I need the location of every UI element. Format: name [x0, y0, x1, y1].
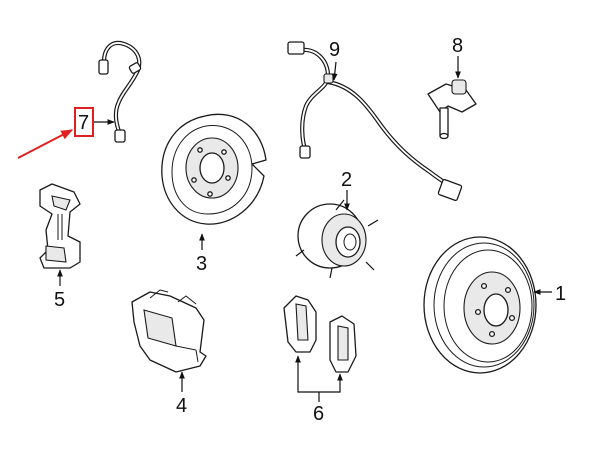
callout-7: 7 [78, 112, 89, 134]
wheel-speed-sensor [427, 79, 477, 140]
callout-1: 1 [555, 283, 566, 305]
part-7-highlight-arrow [17, 129, 74, 159]
dust-shield [161, 113, 267, 225]
part-7-highlight-box [74, 107, 94, 137]
callout-5: 5 [54, 289, 65, 311]
wheel-hub [295, 199, 379, 279]
callout-8: 8 [452, 35, 463, 57]
brake-caliper [131, 289, 207, 373]
brake-hose-wire [98, 40, 142, 143]
abs-sensor-harness [287, 41, 463, 202]
brake-pads [283, 295, 357, 373]
callout-6: 6 [313, 403, 324, 425]
callout-4: 4 [176, 395, 187, 417]
callout-3: 3 [196, 253, 207, 275]
caliper-bracket [39, 183, 81, 269]
callout-2: 2 [341, 169, 352, 191]
leader-lines [57, 56, 552, 402]
callout-9: 9 [329, 39, 340, 61]
brake-rotor [423, 236, 537, 374]
